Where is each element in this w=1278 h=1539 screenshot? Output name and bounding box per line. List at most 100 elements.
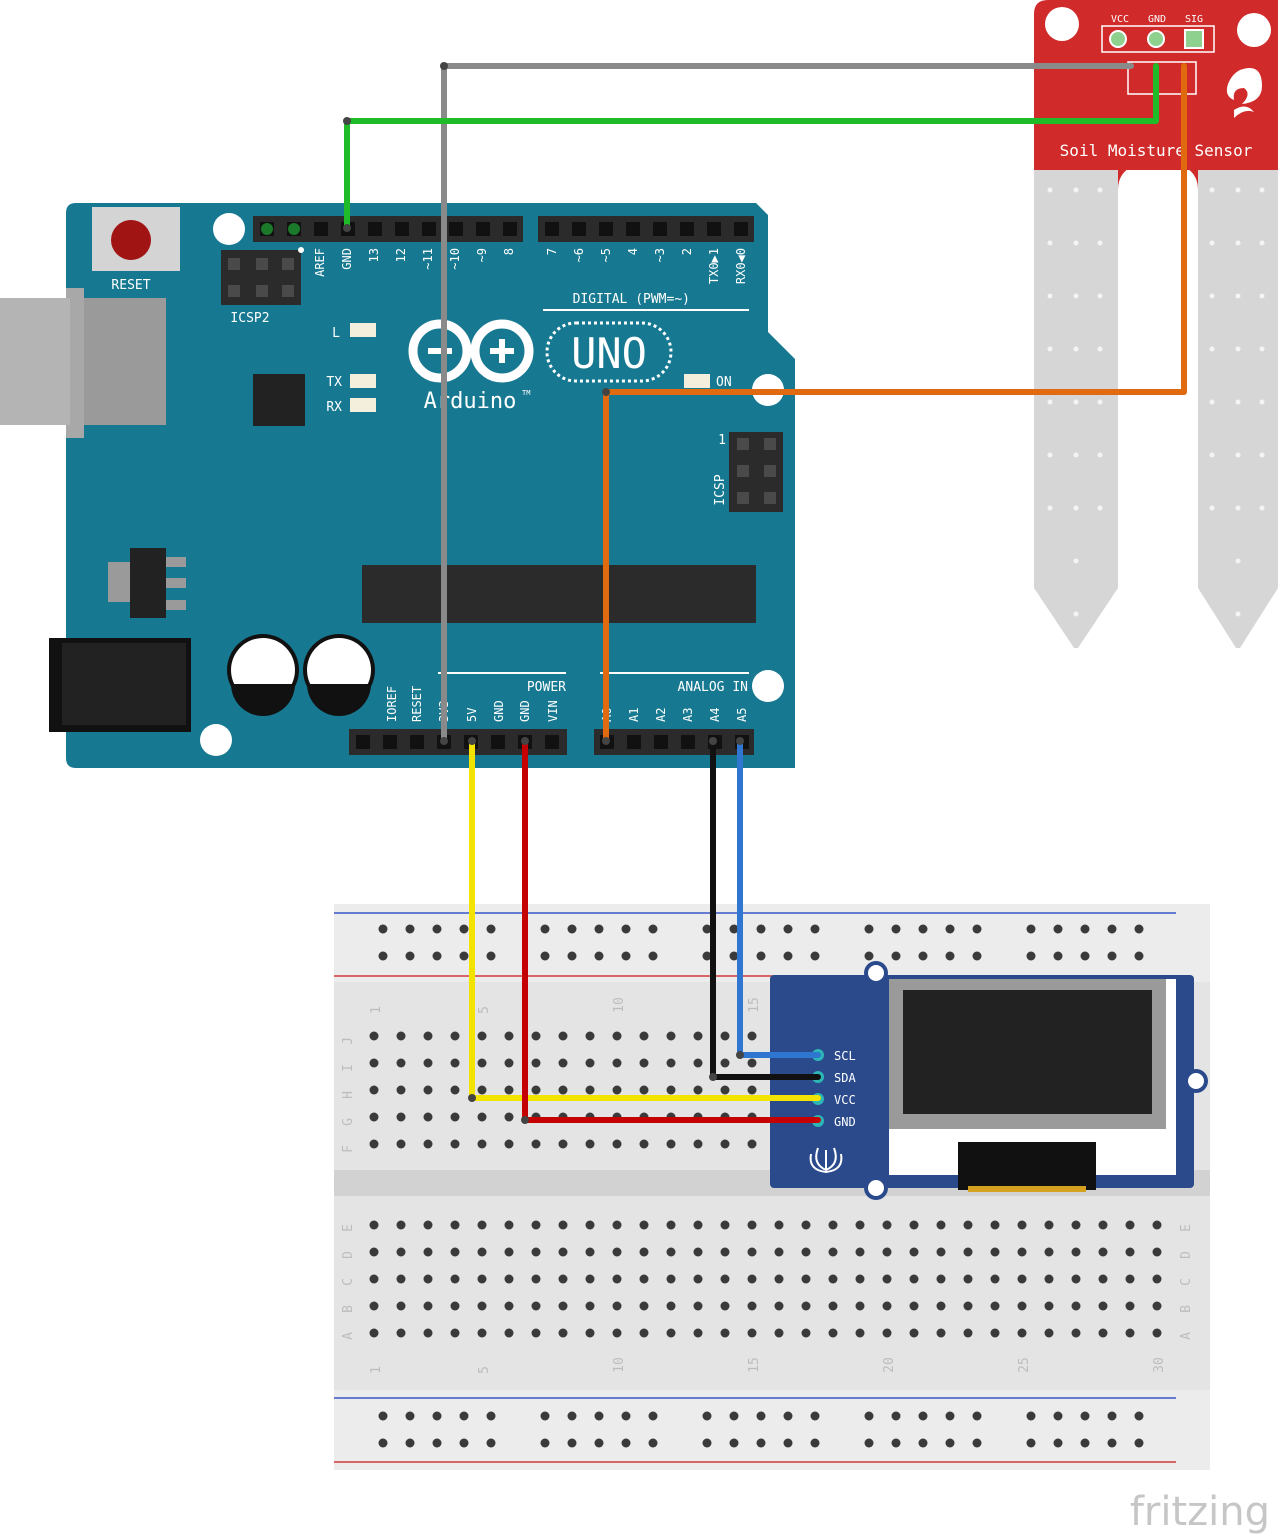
breadboard-hole[interactable] <box>747 1139 757 1149</box>
breadboard-hole[interactable] <box>396 1274 406 1284</box>
breadboard-hole[interactable] <box>504 1301 514 1311</box>
breadboard-hole[interactable] <box>801 1328 811 1338</box>
rail-hole[interactable] <box>378 1438 388 1448</box>
breadboard-hole[interactable] <box>693 1139 703 1149</box>
breadboard-hole[interactable] <box>558 1139 568 1149</box>
rail-hole[interactable] <box>594 924 604 934</box>
rail-hole[interactable] <box>1134 1438 1144 1448</box>
breadboard-hole[interactable] <box>531 1247 541 1257</box>
header-pin[interactable] <box>653 222 667 236</box>
breadboard-hole[interactable] <box>909 1274 919 1284</box>
rail-hole[interactable] <box>459 1411 469 1421</box>
rail-hole[interactable] <box>864 924 874 934</box>
sensor-pin-sig[interactable] <box>1184 29 1204 49</box>
rail-hole[interactable] <box>891 1411 901 1421</box>
breadboard-hole[interactable] <box>720 1301 730 1311</box>
breadboard-hole[interactable] <box>720 1085 730 1095</box>
breadboard-hole[interactable] <box>423 1031 433 1041</box>
breadboard-hole[interactable] <box>855 1247 865 1257</box>
breadboard-hole[interactable] <box>585 1301 595 1311</box>
rail-hole[interactable] <box>1053 1411 1063 1421</box>
breadboard-hole[interactable] <box>909 1328 919 1338</box>
rail-hole[interactable] <box>918 924 928 934</box>
breadboard-hole[interactable] <box>1152 1274 1162 1284</box>
breadboard-hole[interactable] <box>882 1301 892 1311</box>
breadboard-hole[interactable] <box>963 1247 973 1257</box>
rail-hole[interactable] <box>864 951 874 961</box>
breadboard-hole[interactable] <box>639 1328 649 1338</box>
sensor-pin-gnd[interactable] <box>1147 30 1165 48</box>
breadboard-hole[interactable] <box>693 1220 703 1230</box>
breadboard-hole[interactable] <box>882 1220 892 1230</box>
rail-hole[interactable] <box>648 951 658 961</box>
breadboard-hole[interactable] <box>477 1112 487 1122</box>
breadboard-hole[interactable] <box>1098 1301 1108 1311</box>
rail-hole[interactable] <box>810 924 820 934</box>
breadboard-hole[interactable] <box>558 1274 568 1284</box>
rail-hole[interactable] <box>405 924 415 934</box>
breadboard-hole[interactable] <box>801 1301 811 1311</box>
rail-hole[interactable] <box>810 951 820 961</box>
breadboard-hole[interactable] <box>369 1112 379 1122</box>
header-pin[interactable] <box>545 735 559 749</box>
breadboard-hole[interactable] <box>693 1301 703 1311</box>
breadboard-hole[interactable] <box>450 1112 460 1122</box>
breadboard-hole[interactable] <box>396 1328 406 1338</box>
sensor-pin-vcc[interactable] <box>1109 30 1127 48</box>
rail-hole[interactable] <box>918 1411 928 1421</box>
breadboard-hole[interactable] <box>585 1274 595 1284</box>
rail-hole[interactable] <box>1107 1411 1117 1421</box>
breadboard-hole[interactable] <box>1071 1220 1081 1230</box>
breadboard-hole[interactable] <box>693 1058 703 1068</box>
breadboard-hole[interactable] <box>1044 1220 1054 1230</box>
rail-hole[interactable] <box>1107 924 1117 934</box>
breadboard-hole[interactable] <box>747 1247 757 1257</box>
rail-hole[interactable] <box>1026 1438 1036 1448</box>
breadboard-hole[interactable] <box>396 1220 406 1230</box>
breadboard-hole[interactable] <box>531 1031 541 1041</box>
breadboard-hole[interactable] <box>639 1085 649 1095</box>
breadboard-hole[interactable] <box>747 1220 757 1230</box>
breadboard-hole[interactable] <box>720 1139 730 1149</box>
breadboard-hole[interactable] <box>450 1328 460 1338</box>
breadboard-hole[interactable] <box>1071 1301 1081 1311</box>
wire-orange[interactable] <box>603 63 1187 744</box>
breadboard-hole[interactable] <box>450 1058 460 1068</box>
breadboard-hole[interactable] <box>882 1274 892 1284</box>
rail-hole[interactable] <box>1080 951 1090 961</box>
breadboard-hole[interactable] <box>423 1247 433 1257</box>
rail-hole[interactable] <box>378 924 388 934</box>
rail-hole[interactable] <box>729 924 739 934</box>
header-pin[interactable] <box>383 735 397 749</box>
header-pin[interactable] <box>395 222 409 236</box>
rail-hole[interactable] <box>540 1411 550 1421</box>
breadboard-hole[interactable] <box>747 1301 757 1311</box>
rail-hole[interactable] <box>702 951 712 961</box>
breadboard-hole[interactable] <box>1044 1247 1054 1257</box>
header-pin[interactable] <box>707 222 721 236</box>
rail-hole[interactable] <box>783 1438 793 1448</box>
breadboard-hole[interactable] <box>720 1220 730 1230</box>
breadboard-hole[interactable] <box>450 1139 460 1149</box>
breadboard-hole[interactable] <box>396 1247 406 1257</box>
header-pin[interactable] <box>734 222 748 236</box>
breadboard-hole[interactable] <box>531 1274 541 1284</box>
breadboard-hole[interactable] <box>990 1301 1000 1311</box>
breadboard-hole[interactable] <box>1125 1247 1135 1257</box>
breadboard-hole[interactable] <box>882 1328 892 1338</box>
breadboard-hole[interactable] <box>558 1058 568 1068</box>
breadboard-hole[interactable] <box>693 1031 703 1041</box>
breadboard-hole[interactable] <box>963 1220 973 1230</box>
rail-hole[interactable] <box>648 1438 658 1448</box>
breadboard-hole[interactable] <box>396 1058 406 1068</box>
breadboard-hole[interactable] <box>801 1247 811 1257</box>
breadboard-hole[interactable] <box>612 1031 622 1041</box>
rail-hole[interactable] <box>918 1438 928 1448</box>
breadboard-hole[interactable] <box>666 1328 676 1338</box>
rail-hole[interactable] <box>567 924 577 934</box>
breadboard-hole[interactable] <box>504 1112 514 1122</box>
breadboard-hole[interactable] <box>612 1220 622 1230</box>
breadboard-hole[interactable] <box>585 1247 595 1257</box>
rail-hole[interactable] <box>486 924 496 934</box>
breadboard-hole[interactable] <box>531 1220 541 1230</box>
